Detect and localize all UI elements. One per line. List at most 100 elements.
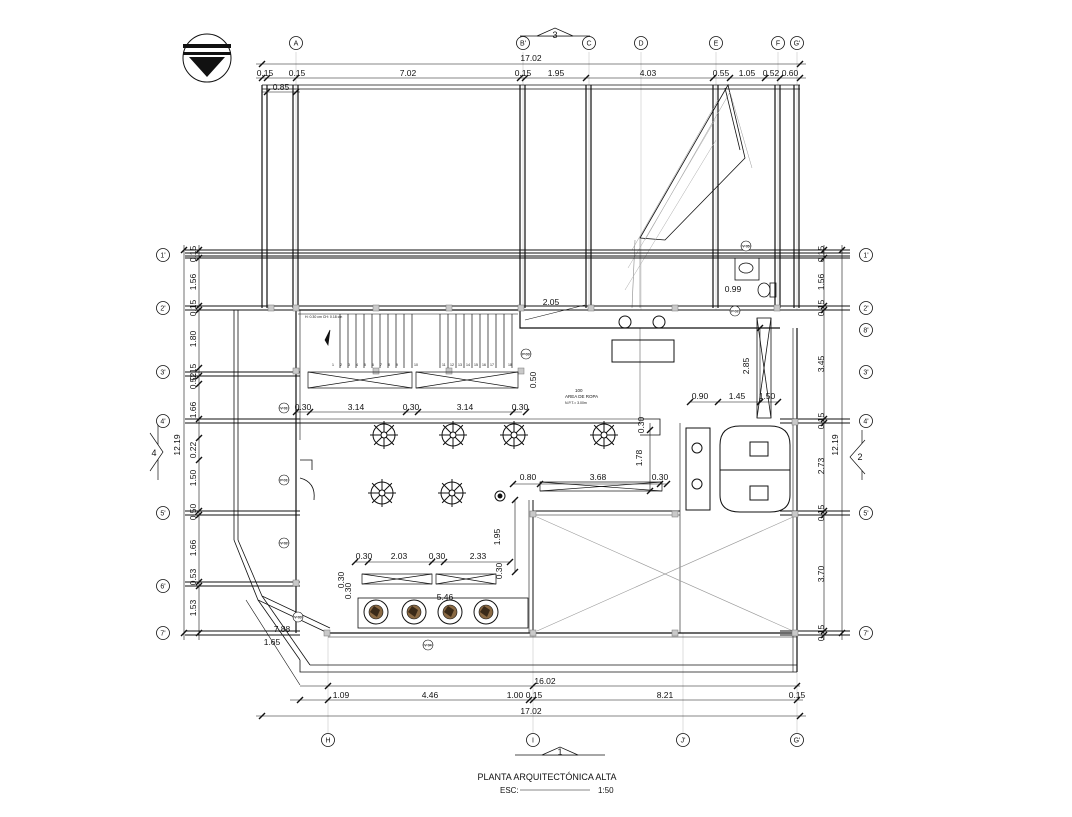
dimension-chain [195, 245, 203, 640]
grid-bubble-left: 7' [156, 626, 170, 640]
dimension-label: 1.95 [548, 68, 565, 78]
dimension-label: 0.15 [526, 690, 543, 700]
dimension-label: 3.70 [816, 565, 826, 582]
basin-icon [363, 599, 389, 625]
svg-text:9: 9 [396, 363, 398, 367]
dimension-label: 0.55 [713, 68, 730, 78]
ceiling-fan-icon [590, 421, 618, 449]
grid-bubble-top: E [709, 36, 723, 50]
grid-bubble-right: 2' [859, 301, 873, 315]
grid-bubble-right: 4' [859, 414, 873, 428]
dimension-label: 0.30 [494, 562, 504, 579]
round-table-1 [618, 315, 632, 329]
dimension-label: 17.02 [520, 706, 542, 716]
dimension-label: 2.05 [543, 297, 560, 307]
element-tag: P 02 [729, 305, 741, 317]
dimension-label: 12.19 [830, 434, 840, 456]
grid-bubble-left-label: 2' [160, 306, 165, 313]
dimension-chain [180, 245, 188, 640]
grid-bubble-right-label: 3' [863, 370, 868, 377]
dimension-label: 1.66 [188, 539, 198, 556]
element-tag: P 03 [520, 348, 532, 360]
svg-text:8: 8 [388, 363, 390, 367]
dimension-label: 1.50 [188, 469, 198, 486]
grid-bubble-left: 2' [156, 301, 170, 315]
dimension-chain [300, 682, 801, 690]
grid-bubble-left: 3' [156, 365, 170, 379]
grid-bubble-right-label: 1' [863, 253, 868, 260]
grid-bubble-left-label: 1' [160, 253, 165, 260]
element-tag: P 01 [278, 474, 290, 486]
section-mark-left-label: 4 [151, 448, 156, 458]
grid-bubble-bottom-label: H [325, 738, 330, 745]
svg-text:10: 10 [414, 363, 418, 367]
restroom-block [685, 425, 791, 513]
section-mark-right: 2 [849, 430, 866, 480]
element-tag-label: P 03 [522, 353, 529, 357]
dimension-label: 0.15 [789, 690, 806, 700]
shelving [307, 371, 663, 585]
grid-bubble-right: 3' [859, 365, 873, 379]
svg-text:18: 18 [508, 363, 512, 367]
round-table-2 [652, 315, 666, 329]
scale-value: 1:50 [598, 786, 614, 795]
svg-text:6: 6 [372, 363, 374, 367]
grid-lines [295, 52, 798, 735]
grid-bubble-left: 4' [156, 414, 170, 428]
dimension-label: 0.15 [515, 68, 532, 78]
dimension-label: 12.19 [172, 434, 182, 456]
grid-bubble-bottom: I [526, 733, 540, 747]
grid-bubble-top-label: E [714, 41, 719, 48]
grid-bubble-bottom-label: J' [681, 738, 686, 745]
dimension-label: 1.53 [188, 599, 198, 616]
section-mark-top: 3 [520, 27, 590, 40]
grid-bubble-right-label: 7' [863, 631, 868, 638]
element-tag: V 02 [278, 537, 290, 549]
basin-icon [473, 599, 499, 625]
dimension-label: 1.56 [188, 273, 198, 290]
svg-text:11: 11 [442, 363, 446, 367]
dimension-label: 0.15 [188, 299, 198, 316]
dimension-label: 0.15 [816, 299, 826, 316]
svg-text:13: 13 [458, 363, 462, 367]
dimension-label: 1.00 [507, 690, 524, 700]
dimension-label: 0.85 [273, 82, 290, 92]
dimension-label: 1.95 [492, 528, 502, 545]
grid-bubble-left-label: 7' [160, 631, 165, 638]
svg-text:5: 5 [364, 363, 366, 367]
section-mark-bottom-label: 1 [557, 747, 562, 757]
basin-icon [437, 599, 463, 625]
element-tag-label: P 01 [280, 479, 287, 483]
columns [267, 304, 799, 637]
dimension-label: 0.30 [652, 472, 669, 482]
tags: V 05P 02P 03V 01P 01V 02V 03V 04 [278, 240, 752, 651]
ceiling-fan-icon [500, 421, 528, 449]
ceiling-fan-icon [439, 421, 467, 449]
lamp-icon [494, 490, 506, 502]
grid-bubble-left-label: 3' [160, 370, 165, 377]
stairs [324, 314, 513, 368]
grid-bubble-right: 1' [859, 248, 873, 262]
grid-bubble-top-label: C [586, 41, 591, 48]
grid-bubble-top: G' [790, 36, 804, 50]
element-tag-label: V 02 [280, 542, 287, 546]
dimension-chain [290, 696, 803, 704]
grid-bubble-top-label: B' [520, 41, 526, 48]
section-mark-left: 4 [149, 425, 164, 480]
dimension-label: 5.46 [437, 592, 454, 602]
dimension-label: 0.15 [188, 245, 198, 262]
ceiling-fan-icon [368, 479, 396, 507]
dimension-label: 8.21 [657, 690, 674, 700]
dimension-label: 16.02 [534, 676, 556, 686]
dimension-label: 0.60 [782, 68, 799, 78]
dimension-label: 0.30 [636, 416, 646, 433]
dimension-label: 0.15 [257, 68, 274, 78]
drawing-title: PLANTA ARQUITECTÓNICA ALTA [477, 772, 616, 782]
svg-text:17: 17 [490, 363, 494, 367]
dimension-label: 1.80 [188, 330, 198, 347]
dimension-label: 1.50 [759, 391, 776, 401]
dimension-label: 0.15 [289, 68, 306, 78]
